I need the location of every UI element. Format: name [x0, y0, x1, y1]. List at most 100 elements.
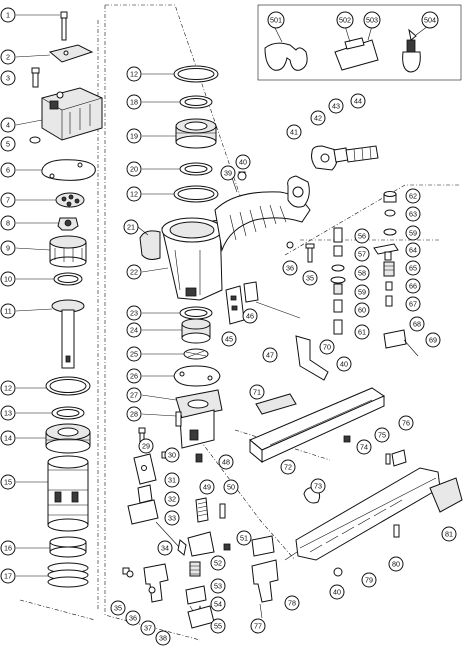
callout: 12: [126, 66, 142, 82]
svg-text:30: 30: [168, 451, 176, 460]
callout: 35: [302, 270, 318, 286]
callout: 48: [218, 454, 234, 470]
svg-text:503: 503: [366, 16, 378, 25]
callout: 31: [164, 472, 180, 488]
svg-text:501: 501: [270, 16, 282, 25]
callout: 25: [126, 346, 142, 362]
svg-text:22: 22: [130, 268, 138, 277]
svg-text:53: 53: [214, 582, 222, 591]
label-card: [334, 25, 379, 71]
callout: 74: [356, 439, 372, 455]
svg-text:20: 20: [130, 165, 138, 174]
callout: 28: [126, 406, 142, 422]
callout: 23: [126, 305, 142, 321]
svg-text:70: 70: [323, 343, 331, 352]
svg-text:77: 77: [254, 622, 262, 631]
callout: 53: [210, 578, 226, 594]
callout: 78: [284, 595, 300, 611]
svg-text:71: 71: [253, 388, 261, 397]
svg-text:11: 11: [4, 307, 11, 316]
callout: 35: [110, 600, 126, 616]
svg-text:7: 7: [6, 196, 10, 205]
callout: 81: [441, 526, 457, 542]
svg-text:41: 41: [290, 128, 298, 137]
svg-text:29: 29: [142, 442, 150, 451]
callout: 47: [262, 347, 278, 363]
svg-text:34: 34: [161, 544, 169, 553]
callout: 68: [409, 316, 425, 332]
svg-text:10: 10: [4, 275, 12, 284]
svg-text:69: 69: [429, 336, 437, 345]
svg-text:67: 67: [409, 300, 417, 309]
svg-text:66: 66: [409, 282, 417, 291]
callout: 502: [336, 11, 354, 29]
svg-text:65: 65: [409, 264, 417, 273]
callout: 30: [164, 447, 180, 463]
callout: 59: [405, 225, 421, 241]
callout: 67: [405, 296, 421, 312]
callout: 503: [363, 11, 381, 29]
callout: 42: [310, 110, 326, 126]
svg-text:62: 62: [409, 192, 417, 201]
svg-text:2: 2: [6, 53, 10, 62]
callout: 8: [0, 215, 16, 231]
svg-text:40: 40: [333, 588, 341, 597]
magazine-assembly: [249, 387, 463, 577]
callout: 26: [126, 368, 142, 384]
callout: 71: [249, 384, 265, 400]
callout: 21: [123, 219, 139, 235]
callout: 12: [126, 186, 142, 202]
svg-text:27: 27: [130, 391, 138, 400]
callout: 16: [0, 540, 16, 556]
svg-text:37: 37: [144, 624, 152, 633]
svg-text:76: 76: [402, 419, 410, 428]
svg-text:81: 81: [445, 530, 453, 539]
svg-text:1: 1: [6, 11, 10, 20]
svg-text:75: 75: [378, 431, 386, 440]
svg-text:28: 28: [130, 410, 138, 419]
callout: 58: [354, 265, 370, 281]
svg-text:35: 35: [306, 274, 314, 283]
callout: 59: [354, 284, 370, 300]
svg-text:60: 60: [358, 306, 366, 315]
svg-text:49: 49: [203, 483, 211, 492]
svg-text:43: 43: [332, 102, 340, 111]
callout: 10: [0, 271, 16, 287]
svg-text:39: 39: [224, 169, 232, 178]
callout: 72: [280, 459, 296, 475]
callout: 76: [398, 415, 414, 431]
svg-text:19: 19: [130, 132, 138, 141]
callout: 34: [157, 540, 173, 556]
middle-right-parts: [225, 191, 419, 381]
svg-text:54: 54: [214, 600, 222, 609]
callout: 55: [210, 618, 226, 634]
callout: 69: [425, 332, 441, 348]
callout: 4: [0, 117, 16, 133]
callout: 2: [0, 49, 16, 65]
svg-text:24: 24: [130, 326, 138, 335]
callout: 32: [164, 491, 180, 507]
svg-text:3: 3: [6, 74, 10, 83]
callout: 65: [405, 260, 421, 276]
svg-text:18: 18: [130, 98, 138, 107]
svg-text:46: 46: [246, 312, 254, 321]
callout: 7: [0, 192, 16, 208]
callout: 70: [319, 339, 335, 355]
svg-text:23: 23: [130, 309, 138, 318]
svg-text:79: 79: [365, 576, 373, 585]
center-column-parts: [137, 65, 311, 449]
svg-text:63: 63: [409, 210, 417, 219]
svg-text:33: 33: [168, 514, 176, 523]
callout: 504: [421, 11, 439, 29]
callout: 64: [405, 242, 421, 258]
callout: 77: [250, 618, 266, 634]
svg-text:35: 35: [114, 604, 122, 613]
svg-text:59: 59: [358, 288, 366, 297]
callout: 24: [126, 322, 142, 338]
svg-text:74: 74: [360, 443, 368, 452]
lower-left-parts: [122, 427, 301, 629]
svg-text:31: 31: [168, 476, 176, 485]
svg-text:502: 502: [339, 16, 351, 25]
callout: 40: [336, 356, 352, 372]
